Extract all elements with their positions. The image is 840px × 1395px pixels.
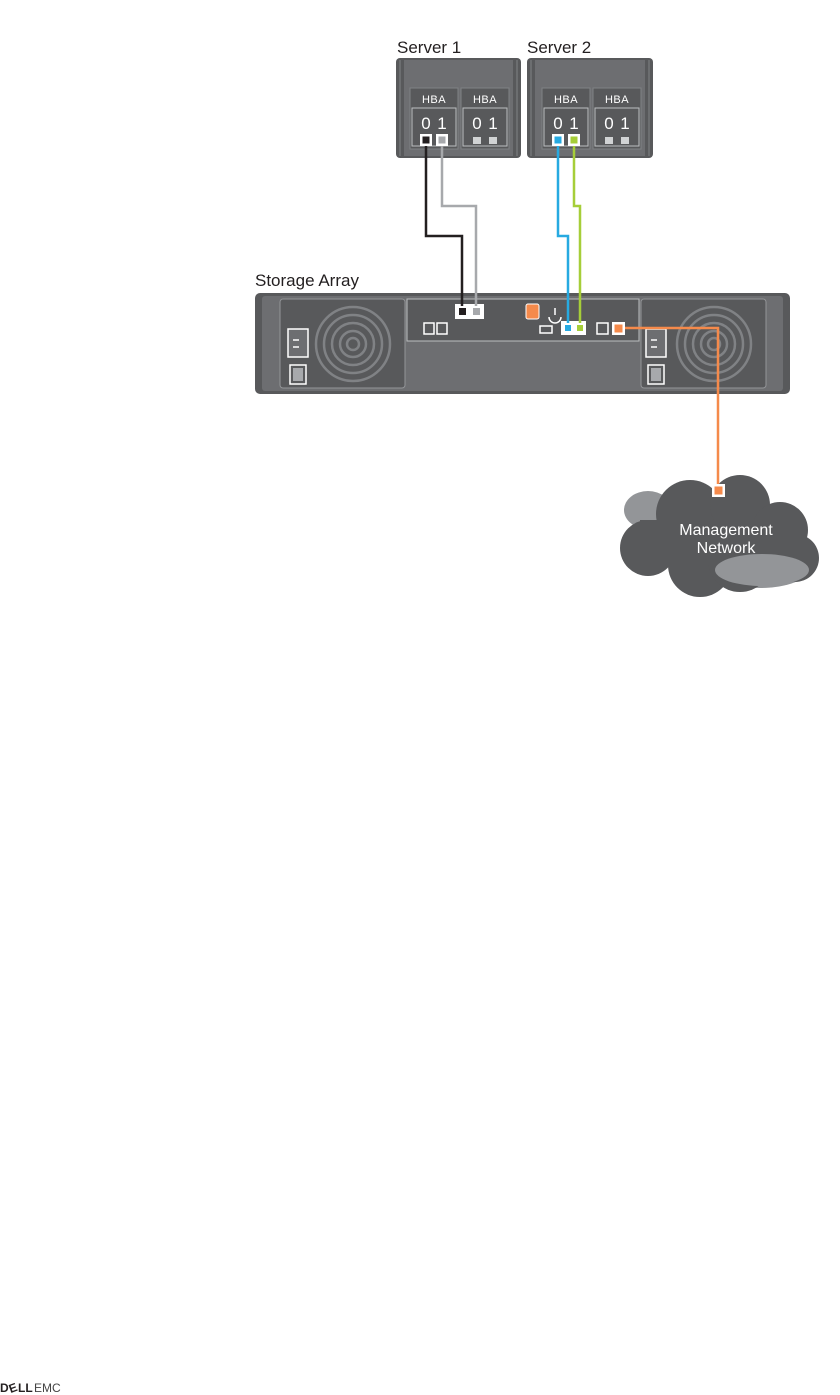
server-2-hba-a-label: HBA xyxy=(554,94,578,106)
server-1-hba-b-port-0-label: 0 xyxy=(472,114,481,133)
server-2-hba-a: HBA 0 1 xyxy=(541,87,591,150)
dell-emc-logo: D E LL EMC xyxy=(0,1380,61,1395)
server-1-label: Server 1 xyxy=(397,38,461,57)
server-2: HBA 0 1 HBA 0 1 xyxy=(527,58,653,158)
server-1-hba-b-port-1-label: 1 xyxy=(488,114,497,133)
storage-array-label: Storage Array xyxy=(255,271,359,290)
brand-ll: LL xyxy=(18,1381,33,1395)
server-1-hba-b-label: HBA xyxy=(473,94,497,106)
sas-port-a[interactable] xyxy=(423,322,435,335)
server-1-hba-b-port-0[interactable] xyxy=(473,137,481,144)
network-label-line2: Network xyxy=(697,540,757,557)
controller-status-led xyxy=(525,303,540,320)
server-1-hba-b: HBA 0 1 xyxy=(460,87,510,150)
network-label-line1: Management xyxy=(679,522,773,539)
brand-d: D xyxy=(0,1381,9,1395)
right-power-supply xyxy=(640,298,767,389)
server-2-hba-b-port-1[interactable] xyxy=(621,137,629,144)
server-1-hba-a-label: HBA xyxy=(422,94,446,106)
server-1: HBA 0 1 HBA 0 1 xyxy=(396,58,521,158)
server-1-hba-a-port-1-label: 1 xyxy=(437,114,446,133)
left-power-supply xyxy=(279,298,406,389)
left-fan-icon xyxy=(314,305,392,383)
reset-icon xyxy=(548,316,562,324)
server-2-hba-b-port-0-label: 0 xyxy=(604,114,613,133)
sas-port-b[interactable] xyxy=(436,322,448,335)
storage-array xyxy=(255,293,790,394)
management-network-cloud: Management Network xyxy=(620,475,819,597)
cable-server2-port0 xyxy=(556,146,570,323)
server-2-hba-b-label: HBA xyxy=(605,94,629,106)
server-2-label: Server 2 xyxy=(527,38,591,57)
brand-emc: EMC xyxy=(34,1381,61,1395)
server-1-hba-b-port-1[interactable] xyxy=(489,137,497,144)
server-2-hba-a-port-0-label: 0 xyxy=(553,114,562,133)
left-power-inlet[interactable] xyxy=(287,328,309,358)
cable-management xyxy=(625,326,720,484)
server-1-hba-a: HBA 0 1 xyxy=(409,87,459,150)
cable-server2-port1 xyxy=(572,146,582,323)
controller-module xyxy=(406,298,640,342)
serial-port-icon[interactable] xyxy=(596,322,609,335)
server-2-hba-b-port-1-label: 1 xyxy=(620,114,629,133)
server-2-hba-b-port-0[interactable] xyxy=(605,137,613,144)
server-1-hba-a-port-0-label: 0 xyxy=(421,114,430,133)
right-power-inlet[interactable] xyxy=(645,328,667,358)
server-2-hba-a-port-1-label: 1 xyxy=(569,114,578,133)
cable-server1-port1 xyxy=(440,146,478,306)
cable-server1-port0 xyxy=(424,146,464,306)
usb-port[interactable] xyxy=(539,325,553,334)
server-2-hba-b: HBA 0 1 xyxy=(592,87,642,150)
right-fan-icon xyxy=(675,305,753,383)
